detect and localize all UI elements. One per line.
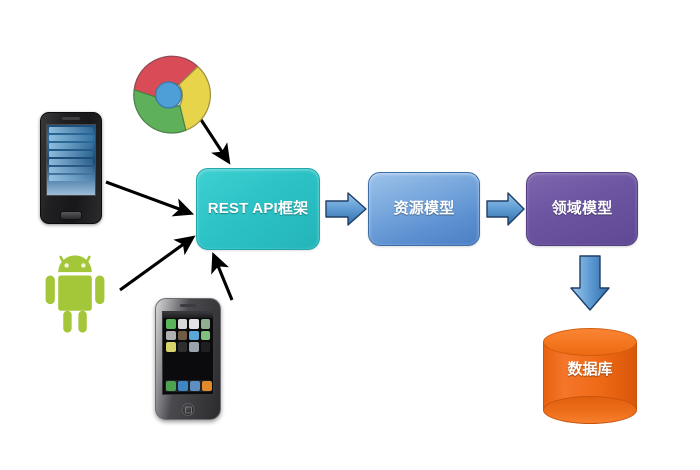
app-icon — [189, 330, 199, 340]
screen-row — [49, 159, 93, 165]
process-box-label: 领域模型 — [551, 200, 613, 218]
status-bar — [163, 312, 213, 318]
cylinder-bottom — [543, 396, 637, 424]
iphone-home-button — [181, 403, 195, 416]
screen-row — [49, 127, 93, 133]
block-arrow-resource-to-domain — [486, 192, 525, 226]
app-icon — [177, 342, 187, 352]
phone-screen — [46, 124, 96, 196]
iphone-icon — [155, 298, 221, 420]
screen-row — [49, 167, 93, 173]
app-icon — [200, 330, 210, 340]
app-icon — [189, 319, 199, 329]
app-icon-grid — [166, 319, 210, 352]
block-arrow-domain-to-database — [570, 255, 610, 311]
home-button-square — [184, 406, 192, 413]
app-dock — [165, 380, 212, 392]
app-icon — [200, 319, 210, 329]
phone-speaker — [62, 117, 80, 120]
arrow-iphone-to-rest — [211, 251, 234, 301]
htc-phone-icon — [40, 112, 102, 224]
android-robot-icon — [45, 255, 105, 333]
process-box-domain-model[interactable]: 领域模型 — [526, 172, 638, 246]
arrow-android-to-rest — [119, 235, 196, 292]
screen-row — [49, 143, 93, 149]
app-icon — [177, 330, 187, 340]
dock-icon — [166, 381, 176, 391]
dock-icon — [190, 381, 200, 391]
screen-row — [49, 175, 93, 181]
process-box-label: 资源模型 — [393, 200, 455, 218]
chrome-logo-icon — [133, 55, 211, 134]
app-icon — [177, 319, 187, 329]
process-box-label: REST API框架 — [207, 200, 309, 218]
cylinder-top — [543, 328, 637, 356]
app-icon — [166, 342, 176, 352]
dock-icon — [178, 381, 188, 391]
app-icon — [200, 342, 210, 352]
phone-home-button — [60, 211, 82, 220]
screen-row — [49, 151, 93, 157]
arrow-htc-to-rest — [105, 180, 195, 217]
block-arrow-rest-to-resource — [325, 192, 367, 226]
database-cylinder[interactable]: 数据库 — [543, 328, 637, 424]
process-box-resource-model[interactable]: 资源模型 — [368, 172, 480, 246]
app-icon — [189, 342, 199, 352]
dock-icon — [202, 381, 212, 391]
process-box-rest-api-framework[interactable]: REST API框架 — [196, 168, 320, 250]
iphone-screen — [162, 311, 214, 395]
app-icon — [166, 330, 176, 340]
phone-earpiece — [180, 304, 196, 307]
app-icon — [166, 319, 176, 329]
database-label: 数据库 — [567, 361, 613, 378]
screen-row — [49, 135, 93, 141]
